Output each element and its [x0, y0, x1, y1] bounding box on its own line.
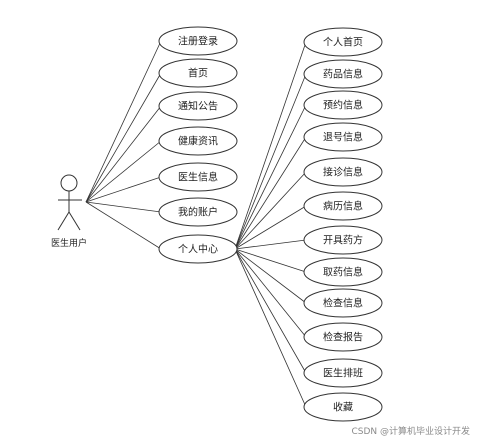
- use-case-right-6-shape: [303, 225, 383, 255]
- use-case-right-9-label: 检查报告: [323, 331, 363, 344]
- use-case-left-2-label: 通知公告: [178, 100, 218, 113]
- connector-actor-1: [85, 72, 162, 203]
- use-case-right-8-shape: [303, 288, 383, 318]
- use-case-right-5: 病历信息: [303, 191, 383, 221]
- connector-actor-0: [85, 40, 162, 203]
- use-case-right-11-label: 收藏: [333, 401, 353, 414]
- actor-figure: [57, 174, 82, 231]
- connector-hub-2: [234, 104, 307, 250]
- use-case-right-3: 退号信息: [303, 122, 383, 152]
- use-case-right-6: 开具药方: [303, 225, 383, 255]
- use-case-right-0-label: 个人首页: [323, 36, 363, 49]
- connector-actor-3: [85, 140, 162, 203]
- connector-lines: [85, 40, 307, 408]
- use-case-left-3: 健康资讯: [158, 126, 238, 156]
- connector-actor-5: [85, 201, 162, 213]
- use-case-left-0: 注册登录: [158, 26, 238, 56]
- connector-hub-10: [234, 248, 307, 374]
- use-case-right-10-shape: [303, 358, 383, 388]
- actor-right-leg: [68, 211, 81, 231]
- connector-actor-4: [85, 176, 162, 203]
- use-case-right-5-label: 病历信息: [323, 200, 363, 213]
- use-case-right-1: 药品信息: [303, 59, 383, 89]
- use-case-left-6: 个人中心: [158, 234, 238, 264]
- connector-hub-7: [234, 248, 307, 273]
- use-case-right-2-shape: [303, 90, 383, 120]
- actor-head: [60, 174, 78, 192]
- use-case-right-5-shape: [303, 191, 383, 221]
- connector-hub-5: [234, 205, 307, 250]
- use-case-right-1-shape: [303, 59, 383, 89]
- actor-label: 医生用户: [51, 237, 87, 249]
- use-case-left-4-label: 医生信息: [178, 171, 218, 184]
- use-case-right-7-shape: [303, 257, 383, 287]
- use-case-right-1-label: 药品信息: [323, 68, 363, 81]
- connector-hub-1: [234, 73, 307, 250]
- use-case-right-2-label: 预约信息: [323, 99, 363, 112]
- use-case-right-3-shape: [303, 122, 383, 152]
- use-case-left-6-shape: [158, 234, 238, 264]
- use-case-right-8: 检查信息: [303, 288, 383, 318]
- use-case-left-0-label: 注册登录: [178, 35, 218, 48]
- use-case-right-9: 检查报告: [303, 322, 383, 352]
- use-case-right-6-label: 开具药方: [323, 234, 363, 247]
- use-case-right-7-label: 取药信息: [323, 266, 363, 279]
- use-case-left-3-label: 健康资讯: [178, 135, 218, 148]
- use-case-right-11: 收藏: [303, 392, 383, 422]
- use-case-left-1: 首页: [158, 58, 238, 88]
- use-case-right-7: 取药信息: [303, 257, 383, 287]
- use-case-right-10-label: 医生排班: [323, 367, 363, 380]
- connector-hub-4: [234, 171, 307, 250]
- use-case-left-4-shape: [158, 162, 238, 192]
- use-case-left-1-label: 首页: [188, 67, 208, 80]
- use-case-right-8-label: 检查信息: [323, 297, 363, 310]
- use-case-left-5-shape: [158, 197, 238, 227]
- use-case-right-0: 个人首页: [303, 27, 383, 57]
- connector-actor-2: [85, 105, 162, 203]
- use-case-left-3-shape: [158, 126, 238, 156]
- connector-actor-6: [85, 201, 162, 250]
- use-case-left-1-shape: [158, 58, 238, 88]
- connector-hub-6: [234, 239, 307, 250]
- actor-left-leg: [57, 211, 70, 231]
- use-case-left-2: 通知公告: [158, 91, 238, 121]
- use-case-right-4-shape: [303, 157, 383, 187]
- connector-hub-0: [234, 41, 307, 250]
- connector-hub-9: [234, 248, 307, 338]
- use-case-left-6-label: 个人中心: [178, 243, 218, 256]
- connector-hub-11: [234, 248, 307, 408]
- use-case-right-9-shape: [303, 322, 383, 352]
- use-case-right-3-label: 退号信息: [323, 131, 363, 144]
- use-case-left-2-shape: [158, 91, 238, 121]
- use-case-right-4: 接诊信息: [303, 157, 383, 187]
- connector-hub-8: [234, 248, 307, 304]
- use-case-left-0-shape: [158, 26, 238, 56]
- use-case-right-2: 预约信息: [303, 90, 383, 120]
- use-case-left-5: 我的账户: [158, 197, 238, 227]
- use-case-right-11-shape: [303, 392, 383, 422]
- use-case-left-4: 医生信息: [158, 162, 238, 192]
- use-case-right-0-shape: [303, 27, 383, 57]
- use-case-right-10: 医生排班: [303, 358, 383, 388]
- watermark: CSDN @计算机毕业设计开发: [351, 425, 470, 437]
- use-case-right-4-label: 接诊信息: [323, 166, 363, 179]
- use-case-left-5-label: 我的账户: [178, 206, 218, 219]
- connector-hub-3: [234, 136, 307, 250]
